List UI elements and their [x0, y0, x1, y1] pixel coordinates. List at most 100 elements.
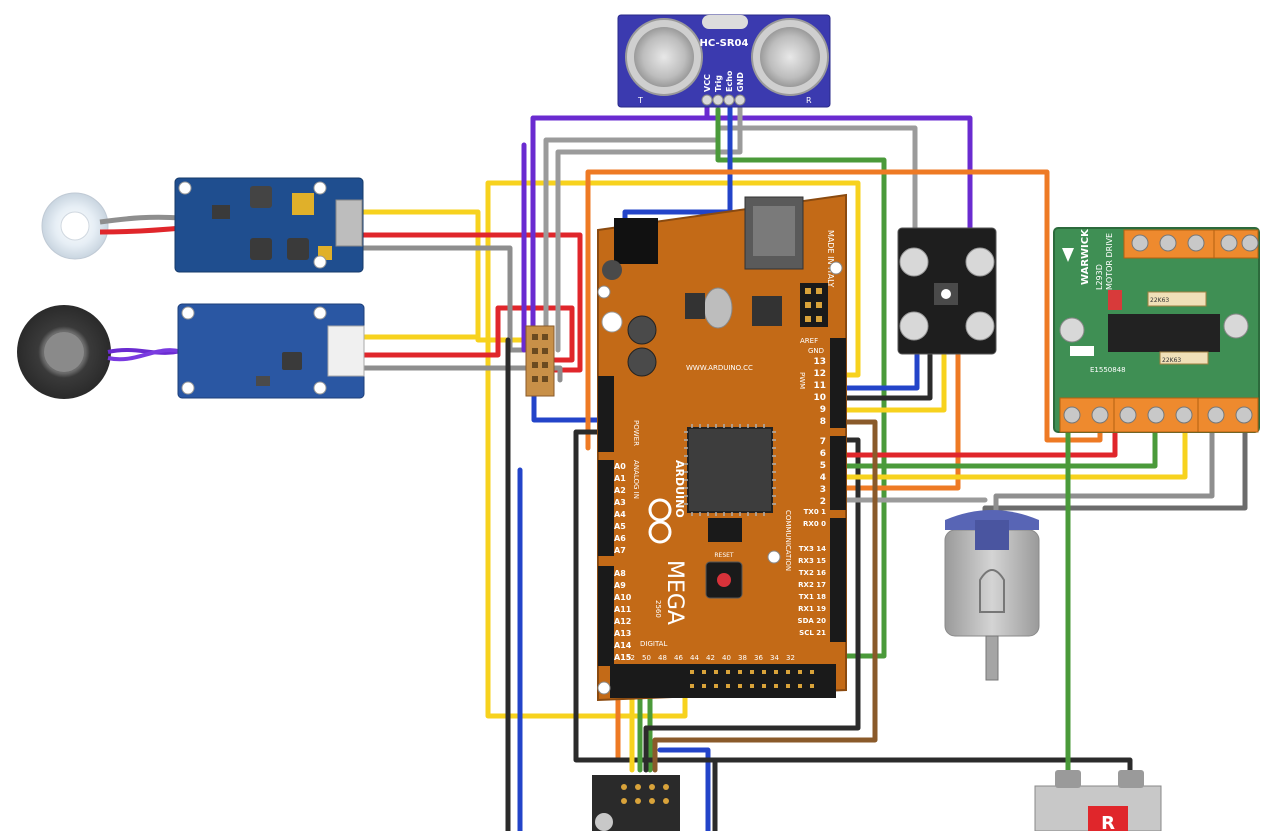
battery-label: R — [1101, 813, 1115, 831]
analog-header-2 — [598, 566, 614, 666]
pin-3-label: 3 — [820, 485, 826, 495]
pin-label-trig: Trig — [714, 75, 723, 92]
pin-scl-label: SCL 21 — [799, 629, 826, 637]
pin-label-gnd: GND — [736, 72, 745, 92]
pin-38-label: 38 — [738, 654, 747, 662]
pin-12-label: 12 — [813, 369, 826, 379]
wire-brown — [652, 419, 878, 773]
pin-a2-label: A2 — [614, 486, 626, 495]
arduino-logo-text: ARDUINO — [673, 460, 686, 518]
wires — [347, 97, 1248, 831]
wire-black-2 — [573, 429, 1133, 783]
pwm-label: PWM — [798, 372, 806, 389]
resistor-label-2: 22K63 — [1162, 357, 1181, 364]
pin-44-label: 44 — [690, 654, 699, 662]
pin-label-echo: Echo — [725, 70, 734, 92]
resistor-label-1: 22K63 — [1150, 297, 1169, 304]
sensor-name: HC-SR04 — [700, 38, 749, 49]
wire-black-4 — [832, 352, 933, 401]
sensor-pin-trig — [712, 94, 724, 106]
pin-10-label: 10 — [813, 393, 826, 403]
pwm-header-bottom — [830, 436, 846, 510]
pin-sda-label: SDA 20 — [798, 617, 827, 625]
pin-a4-label: A4 — [614, 510, 626, 519]
pin-a11-label: A11 — [614, 605, 632, 614]
model-number: 2560 — [654, 600, 662, 618]
driver-title: MOTOR DRIVE — [1105, 233, 1114, 290]
power-header — [598, 376, 614, 452]
pin-a5-label: A5 — [614, 522, 626, 531]
pin-7-label: 7 — [820, 437, 826, 447]
pin-rx3-label: RX3 15 — [798, 557, 826, 565]
pin-48-label: 48 — [658, 654, 667, 662]
wire-black-3 — [643, 437, 861, 773]
power-label: POWER — [632, 420, 640, 446]
pin-52-label: 52 — [626, 654, 635, 662]
wire-purple-2 — [704, 115, 973, 235]
wire-green-pwm — [832, 419, 1158, 469]
speaker-connector — [327, 325, 365, 377]
pin-a15-label: A15 — [614, 653, 632, 662]
wire-blue-2 — [832, 352, 920, 391]
pin-a9-label: A9 — [614, 581, 626, 590]
url-label: WWW.ARDUINO.CC — [686, 364, 753, 372]
wire-red-1 — [347, 232, 583, 373]
pin-a7-label: A7 — [614, 546, 626, 555]
wire-yellow-pwm2 — [832, 352, 947, 413]
pin-9-label: 9 — [820, 405, 826, 415]
buzzer-driver-board — [174, 177, 364, 273]
sensor-module-4-disc — [897, 227, 997, 355]
pin-a8-label: A8 — [614, 569, 626, 578]
pin-a6-label: A6 — [614, 534, 626, 543]
wire-yellow-1 — [347, 209, 548, 343]
icsp-header-top — [800, 283, 828, 327]
pin-tx1-label: TX1 18 — [799, 593, 826, 601]
sensor-pin-vcc — [701, 94, 713, 106]
wire-gray-2 — [357, 365, 563, 383]
pin-40-label: 40 — [722, 654, 731, 662]
sensor-r-label: R — [806, 96, 812, 105]
wire-orange-1 — [585, 169, 1103, 451]
icsp-header-center — [708, 518, 742, 542]
communication-label: COMMUNICATION — [784, 510, 792, 571]
pin-a12-label: A12 — [614, 617, 631, 626]
wire-junction — [525, 325, 555, 397]
pin-a1-label: A1 — [614, 474, 626, 483]
pin-tx0-label: TX0 1 — [804, 508, 826, 516]
crystal-oscillator — [702, 15, 748, 29]
pin-rx1-label: RX1 19 — [798, 605, 826, 613]
pin-a3-label: A3 — [614, 498, 626, 507]
sensor-pin-gnd — [734, 94, 746, 106]
pin-2-label: 2 — [820, 497, 826, 507]
arduino-logo: ARDUINO — [648, 460, 686, 544]
comm-header — [830, 518, 846, 642]
battery: R — [1034, 770, 1162, 831]
pin-rx2-label: RX2 17 — [798, 581, 826, 589]
buzzer-connector — [335, 199, 363, 247]
power-jack — [614, 218, 658, 264]
driver-brand: WARWICK — [1080, 228, 1091, 285]
ultrasonic-sensor: HC-SR04 T R VCC Trig Echo GND — [617, 14, 831, 108]
aref-label: AREF — [800, 337, 818, 345]
pin-50-label: 50 — [642, 654, 651, 662]
atmega2560-chip — [687, 427, 773, 513]
pin-5-label: 5 — [820, 461, 826, 471]
warwick-logo-icon — [1062, 248, 1074, 262]
wire-blue-4 — [517, 467, 711, 831]
bottom-module — [592, 775, 680, 831]
pin-6-label: 6 — [820, 449, 826, 459]
pin-a14-label: A14 — [614, 641, 632, 650]
reset-label: RESET — [714, 552, 734, 559]
pin-32-label: 32 — [786, 654, 795, 662]
driver-subtitle: L293D — [1095, 264, 1104, 290]
pin-11-label: 11 — [813, 381, 826, 391]
pin-tx3-label: TX3 14 — [799, 545, 826, 553]
pin-rx0-label: RX0 0 — [803, 520, 826, 528]
driver-part-number: E1550848 — [1090, 366, 1126, 374]
buzzer-module — [41, 177, 364, 273]
arduino-mega: RESET ARDUINO MEGA 2560 MADE IN ITALY WW… — [597, 193, 847, 702]
pin-42-label: 42 — [706, 654, 715, 662]
dc-motor — [944, 510, 1040, 681]
speaker-module — [17, 303, 365, 399]
